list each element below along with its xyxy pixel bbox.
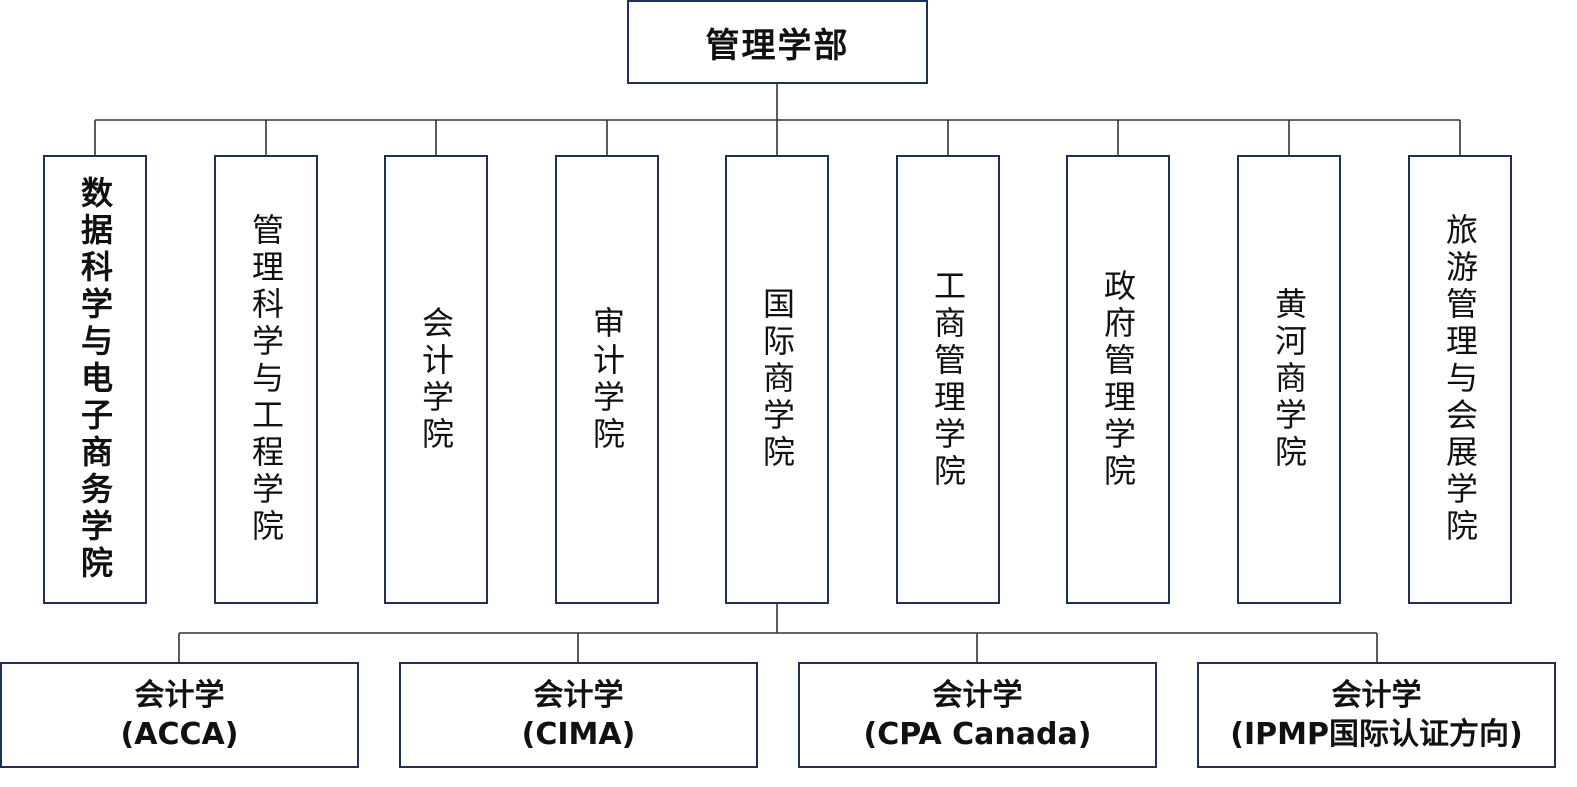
faculty-root-label: 管理学部 xyxy=(705,25,850,66)
program-name: 会计学 xyxy=(1331,678,1422,713)
program-box-cima: 会计学 (CIMA) xyxy=(399,662,758,768)
college-box-data-science-ecommerce: 数据科学与电子商务学院 xyxy=(43,155,147,604)
college-label: 旅游管理与会展学院 xyxy=(1441,213,1479,546)
college-label: 会计学院 xyxy=(417,305,455,454)
college-label: 国际商学院 xyxy=(758,287,796,472)
college-box-yellow-river-business: 黄河商学院 xyxy=(1237,155,1341,604)
program-track: (CPA Canada) xyxy=(863,717,1092,752)
faculty-root-box: 管理学部 xyxy=(627,0,928,84)
college-label: 政府管理学院 xyxy=(1099,268,1137,491)
program-name: 会计学 xyxy=(533,678,624,713)
program-track: (ACCA) xyxy=(120,717,239,752)
college-box-business-administration: 工商管理学院 xyxy=(896,155,1000,604)
program-box-acca: 会计学 (ACCA) xyxy=(0,662,359,768)
program-name: 会计学 xyxy=(134,678,225,713)
program-name: 会计学 xyxy=(932,678,1023,713)
college-label: 数据科学与电子商务学院 xyxy=(76,176,114,583)
college-label: 黄河商学院 xyxy=(1270,287,1308,472)
program-box-ipmp: 会计学 (IPMP国际认证方向) xyxy=(1197,662,1556,768)
college-box-government-management: 政府管理学院 xyxy=(1066,155,1170,604)
college-label: 工商管理学院 xyxy=(929,268,967,491)
college-box-auditing: 审计学院 xyxy=(555,155,659,604)
program-track: (IPMP国际认证方向) xyxy=(1230,717,1523,752)
program-box-cpa-canada: 会计学 (CPA Canada) xyxy=(798,662,1157,768)
college-box-accounting: 会计学院 xyxy=(384,155,488,604)
college-box-international-business: 国际商学院 xyxy=(725,155,829,604)
college-label: 管理科学与工程学院 xyxy=(247,213,285,546)
college-box-tourism-exhibition: 旅游管理与会展学院 xyxy=(1408,155,1512,604)
program-track: (CIMA) xyxy=(521,717,636,752)
college-label: 审计学院 xyxy=(588,305,626,454)
college-box-management-science-engineering: 管理科学与工程学院 xyxy=(214,155,318,604)
